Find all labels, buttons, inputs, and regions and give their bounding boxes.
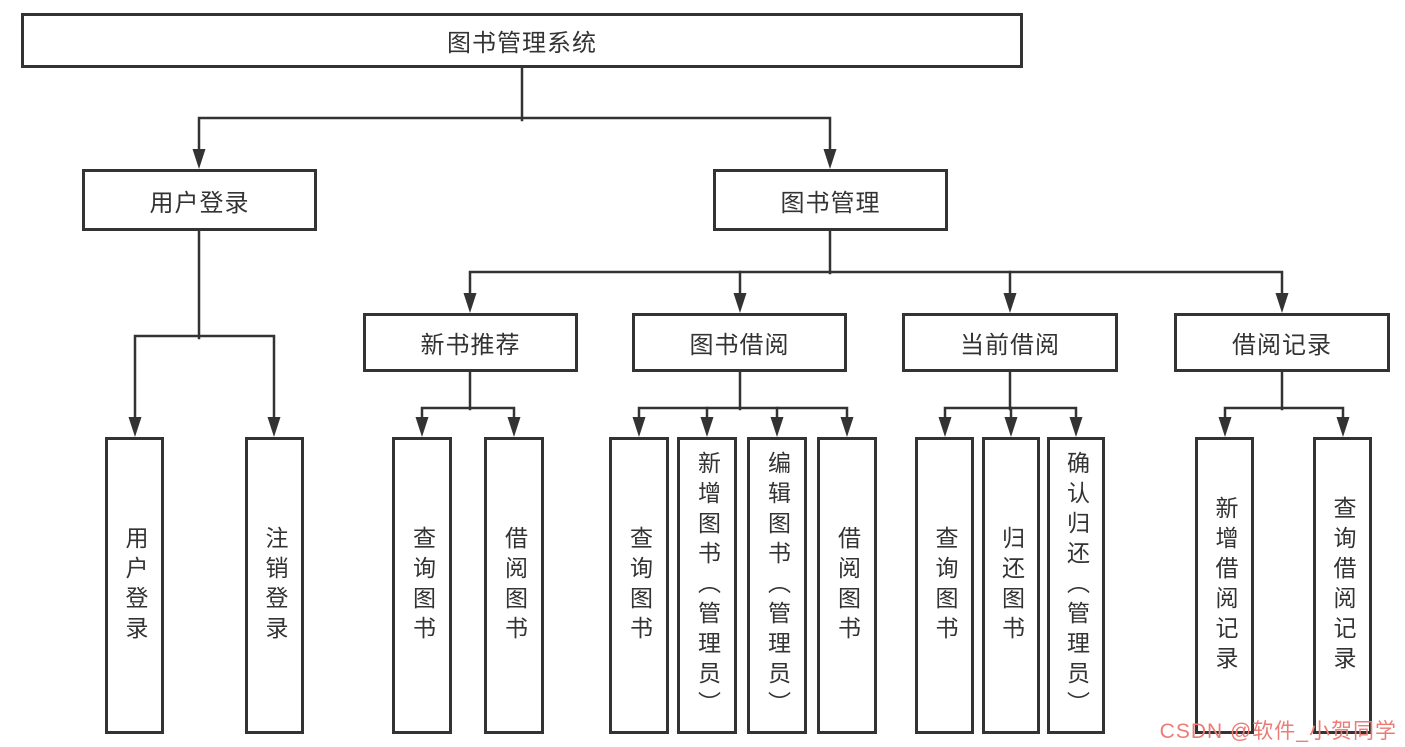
- leaf-borrow-book: 借阅图书: [817, 437, 877, 734]
- leaf-edit-book-admin: 编辑图书（管理员）: [747, 437, 807, 734]
- node-borrow-record: 借阅记录: [1174, 313, 1390, 372]
- leaf-recommend-borrow-book: 借阅图书: [484, 437, 544, 734]
- node-root-system: 图书管理系统: [21, 13, 1023, 68]
- node-user-login: 用户登录: [82, 169, 317, 231]
- node-book-management: 图书管理: [713, 169, 948, 231]
- leaf-logout: 注销登录: [245, 437, 304, 734]
- node-current-borrow: 当前借阅: [902, 313, 1118, 372]
- leaf-query-borrow-record: 查询借阅记录: [1313, 437, 1372, 734]
- leaf-add-borrow-record: 新增借阅记录: [1195, 437, 1254, 734]
- leaf-confirm-return-admin: 确认归还（管理员）: [1047, 437, 1105, 734]
- node-new-book-recommend: 新书推荐: [363, 313, 578, 372]
- leaf-add-book-admin: 新增图书（管理员）: [677, 437, 737, 734]
- node-book-borrow: 图书借阅: [632, 313, 847, 372]
- leaf-recommend-query-book: 查询图书: [392, 437, 452, 734]
- leaf-borrow-query-book: 查询图书: [609, 437, 669, 734]
- leaf-user-login: 用户登录: [105, 437, 164, 734]
- csdn-watermark: CSDN @软件_小贺同学: [1159, 720, 1397, 743]
- leaf-return-book: 归还图书: [982, 437, 1040, 734]
- leaf-current-query-book: 查询图书: [915, 437, 974, 734]
